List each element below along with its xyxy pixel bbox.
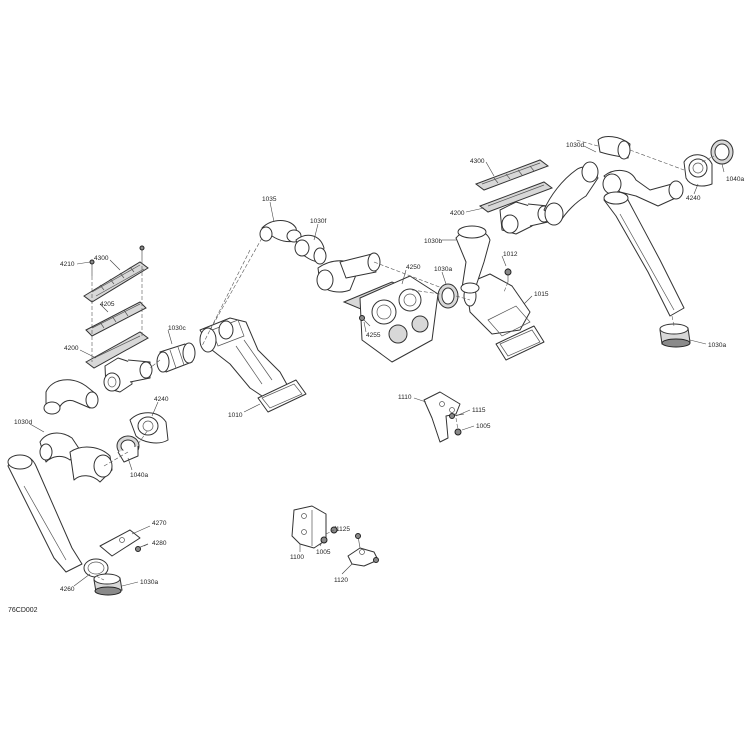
vent-4240-left[interactable] bbox=[129, 412, 169, 444]
vent-housing-1015[interactable] bbox=[463, 273, 545, 361]
elbow-1030d-lower-left[interactable] bbox=[39, 432, 113, 483]
label-4255: 4255 bbox=[366, 332, 381, 339]
label-1030f: 1030f bbox=[310, 218, 326, 225]
bracket-1110[interactable] bbox=[423, 391, 461, 443]
label-1010: 1010 bbox=[228, 412, 243, 419]
label-4280: 4280 bbox=[152, 540, 167, 547]
elbow-1030f-upper[interactable] bbox=[294, 234, 327, 265]
grille-4300-right[interactable] bbox=[474, 159, 550, 191]
label-1040a-right: 1040a bbox=[726, 176, 744, 183]
collar-1040a-right[interactable] bbox=[710, 139, 734, 165]
ring-4260[interactable] bbox=[83, 558, 109, 578]
label-1030d-right: 1030d bbox=[566, 142, 584, 149]
hose-1030b[interactable] bbox=[455, 225, 491, 294]
screw-4255[interactable] bbox=[359, 315, 371, 327]
screw-1012[interactable] bbox=[504, 268, 512, 282]
screw-4210[interactable] bbox=[89, 259, 95, 276]
diagram-reference-code: 76CD002 bbox=[8, 607, 38, 614]
bracket-4270[interactable] bbox=[99, 529, 141, 557]
label-1125: 1125 bbox=[336, 526, 350, 533]
label-1030a-mid: 1030a bbox=[434, 266, 452, 273]
label-1015: 1015 bbox=[534, 291, 549, 298]
label-1030a-left: 1030a bbox=[140, 579, 158, 586]
label-4200-right: 4200 bbox=[450, 210, 465, 217]
duct-1010[interactable] bbox=[199, 317, 307, 413]
label-1030b: 1030b bbox=[424, 238, 442, 245]
label-4300-right: 4300 bbox=[470, 158, 485, 165]
vent-housing-4200-left[interactable] bbox=[85, 331, 153, 393]
leader-lines bbox=[29, 145, 725, 587]
label-4260: 4260 bbox=[60, 586, 75, 593]
label-1005-bottom: 1005 bbox=[316, 549, 331, 556]
label-1005-right: 1005 bbox=[476, 423, 491, 430]
callout-labels: 4210 4300 4205 4200 1030c 1035 1030f 101… bbox=[14, 142, 744, 593]
label-1030d-left: 1030d bbox=[14, 419, 32, 426]
screw-top-left[interactable] bbox=[139, 245, 145, 260]
vent-4240-right[interactable] bbox=[683, 154, 713, 187]
label-1110: 1110 bbox=[398, 394, 412, 401]
assembly-lines bbox=[91, 139, 715, 581]
vent-housing-4200-right[interactable] bbox=[478, 181, 554, 235]
label-4240-left: 4240 bbox=[154, 396, 169, 403]
bracket-1120[interactable] bbox=[347, 533, 379, 567]
label-4210: 4210 bbox=[60, 261, 75, 268]
grille-4300-left[interactable] bbox=[83, 261, 149, 303]
label-4200-left: 4200 bbox=[64, 345, 79, 352]
hose-1030d-right-curve[interactable] bbox=[543, 161, 599, 226]
elbow-1030d-right[interactable] bbox=[597, 136, 631, 160]
elbow-1030f-lower[interactable] bbox=[316, 252, 381, 293]
label-1115: 1115 bbox=[472, 407, 486, 414]
label-1035: 1035 bbox=[262, 196, 277, 203]
label-4250: 4250 bbox=[406, 264, 421, 271]
label-4300-left: 4300 bbox=[94, 255, 109, 262]
elbow-right-mid[interactable] bbox=[602, 170, 684, 207]
elbow-1035[interactable] bbox=[259, 220, 302, 243]
collar-1040a-left[interactable] bbox=[116, 435, 140, 463]
label-1030a-right: 1030a bbox=[708, 342, 726, 349]
nut-1005-right[interactable] bbox=[454, 428, 462, 436]
panel-4250[interactable] bbox=[342, 275, 439, 363]
label-1030c: 1030c bbox=[168, 325, 186, 332]
label-1040a-left: 1040a bbox=[130, 472, 148, 479]
label-4270: 4270 bbox=[152, 520, 167, 527]
hose-long-left[interactable] bbox=[7, 454, 83, 573]
elbow-1030d-upper-left[interactable] bbox=[43, 379, 99, 415]
hose-1030c[interactable] bbox=[156, 342, 196, 373]
nut-1005-bottom[interactable] bbox=[320, 536, 328, 544]
cap-1030a-left[interactable] bbox=[93, 573, 123, 596]
label-4240-right: 4240 bbox=[686, 195, 701, 202]
label-4205: 4205 bbox=[100, 301, 115, 308]
collar-1030a-mid[interactable] bbox=[437, 283, 459, 309]
label-1120: 1120 bbox=[334, 577, 348, 584]
hose-long-right[interactable] bbox=[603, 191, 685, 317]
label-1012: 1012 bbox=[503, 251, 518, 258]
label-1100: 1100 bbox=[290, 554, 304, 561]
cap-1030a-right[interactable] bbox=[659, 323, 691, 348]
screw-4280[interactable] bbox=[135, 543, 149, 552]
plate-4205[interactable] bbox=[85, 301, 147, 337]
bracket-1100[interactable] bbox=[291, 505, 327, 549]
